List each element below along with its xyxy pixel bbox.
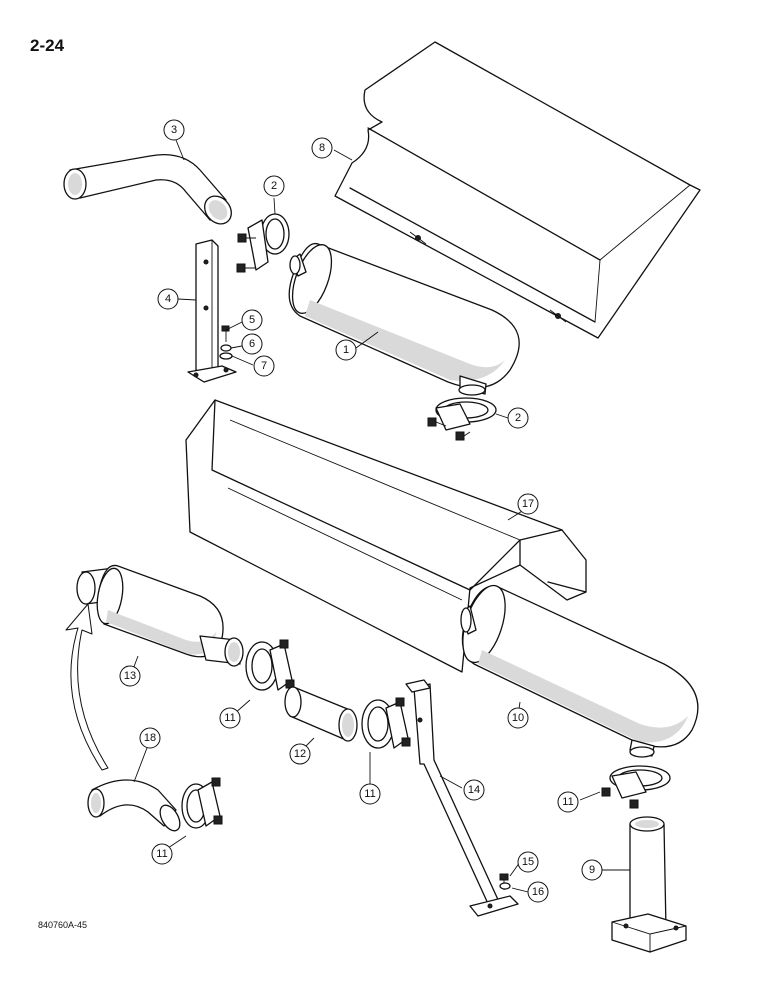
callout-14: 14 — [463, 779, 485, 801]
lower-muffler — [460, 584, 699, 758]
curved-exhaust-pipe — [63, 153, 232, 225]
elbow-pipe — [87, 779, 181, 832]
callout-2-upper: 2 — [263, 175, 285, 197]
callout-11-lower-left: 11 — [151, 843, 173, 865]
svg-text:17: 17 — [522, 498, 534, 510]
callout-5: 5 — [241, 309, 263, 331]
svg-text:14: 14 — [468, 784, 480, 796]
vertical-mounting-bracket — [187, 239, 237, 383]
svg-text:15: 15 — [522, 856, 534, 868]
callout-2-lower: 2 — [507, 407, 529, 429]
svg-text:18: 18 — [144, 732, 156, 744]
callout-7: 7 — [253, 355, 275, 377]
callout-6: 6 — [241, 333, 263, 355]
lower-heat-shield — [185, 399, 587, 673]
clamp-lower-left — [181, 777, 223, 829]
svg-text:12: 12 — [294, 748, 306, 760]
page-number: 2-24 — [30, 36, 65, 55]
upper-clamp — [236, 213, 290, 273]
svg-text:7: 7 — [261, 360, 267, 372]
clamp-right — [601, 765, 671, 809]
callout-11-right: 11 — [557, 791, 579, 813]
svg-text:11: 11 — [156, 848, 167, 860]
callout-13: 13 — [119, 665, 141, 687]
callout-11-left-upper: 11 — [219, 707, 241, 729]
callout-15: 15 — [517, 851, 539, 873]
callout-3: 3 — [163, 119, 185, 141]
callout-10: 10 — [507, 707, 529, 729]
callout-17: 17 — [517, 493, 539, 515]
support-hardware — [499, 873, 511, 890]
figure-id: 840760A-45 — [38, 920, 88, 930]
svg-text:16: 16 — [532, 886, 544, 898]
upper-heat-shield — [334, 41, 701, 339]
callout-16: 16 — [527, 881, 549, 903]
callout-12: 12 — [289, 743, 311, 765]
clamp-left-upper — [245, 639, 295, 691]
upper-muffler — [288, 242, 520, 396]
svg-text:3: 3 — [171, 124, 177, 136]
svg-text:1: 1 — [343, 344, 349, 356]
callout-4: 4 — [157, 288, 179, 310]
tailpipe-stack — [611, 816, 687, 953]
svg-text:4: 4 — [165, 293, 171, 305]
callout-8: 8 — [311, 137, 333, 159]
callout-11-middle: 11 — [359, 783, 381, 805]
svg-text:9: 9 — [589, 864, 595, 876]
svg-text:5: 5 — [249, 314, 255, 326]
install-direction-arrow — [65, 603, 109, 771]
svg-text:6: 6 — [249, 338, 255, 350]
straight-pipe — [284, 686, 358, 742]
clamp-middle — [361, 697, 411, 749]
svg-text:11: 11 — [364, 788, 375, 800]
callout-1: 1 — [335, 339, 357, 361]
svg-text:13: 13 — [124, 670, 136, 682]
callout-18: 18 — [139, 727, 161, 749]
bracket-hardware — [219, 325, 233, 360]
callout-9: 9 — [581, 859, 603, 881]
small-muffler — [76, 564, 244, 667]
support-bracket — [405, 679, 519, 917]
svg-text:2: 2 — [271, 180, 277, 192]
svg-text:11: 11 — [562, 796, 573, 808]
svg-text:8: 8 — [319, 142, 325, 154]
svg-text:2: 2 — [515, 412, 521, 424]
svg-text:10: 10 — [512, 712, 524, 724]
svg-text:11: 11 — [224, 712, 235, 724]
lower-clamp — [427, 397, 497, 441]
